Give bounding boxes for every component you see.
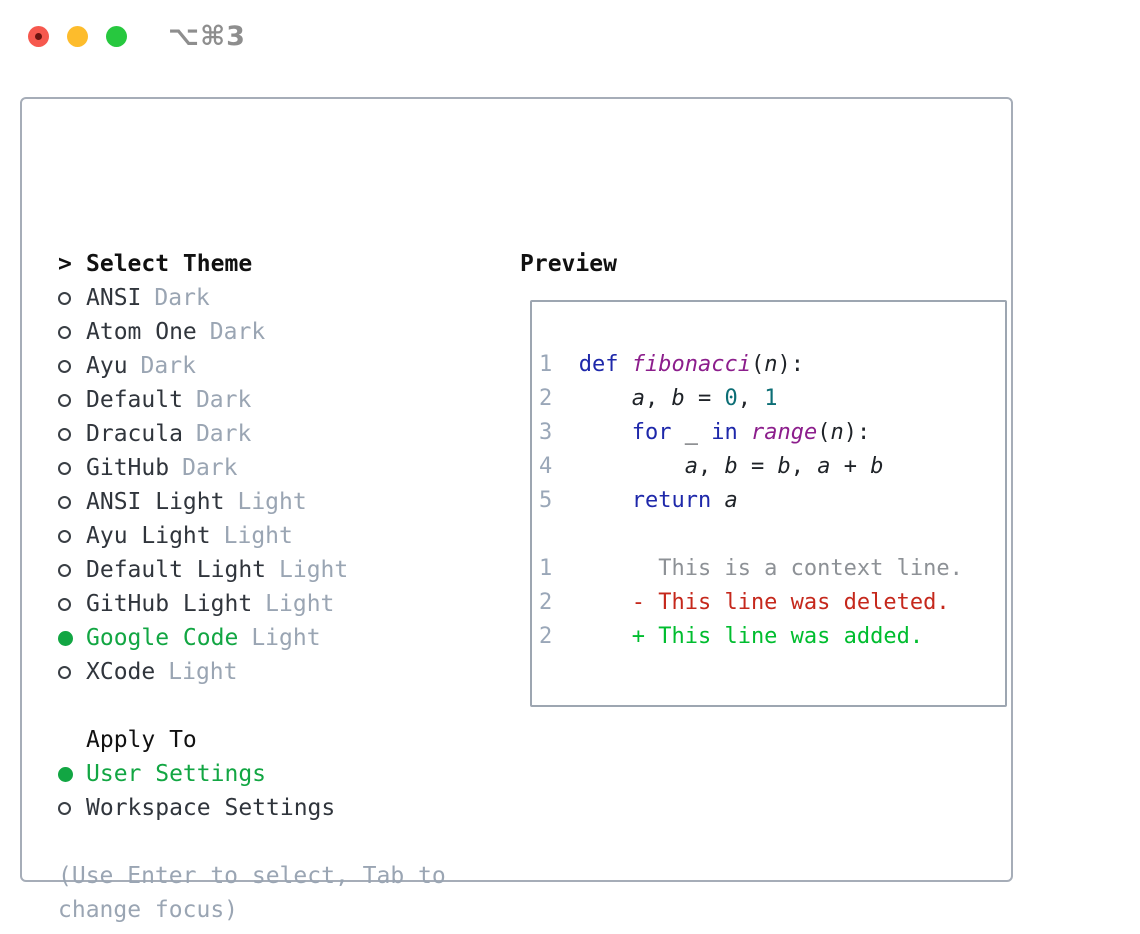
theme-item-ansi-light[interactable]: ANSI Light Light <box>58 485 446 519</box>
added-line: 2 + This line was added. <box>539 624 924 649</box>
radio-icon <box>58 461 86 475</box>
apply-to-title: Apply To <box>86 727 197 753</box>
theme-item-label: Default <box>86 387 183 413</box>
theme-item-google-code[interactable]: Google Code Light <box>58 621 446 655</box>
focus-caret-icon: > <box>58 251 72 277</box>
theme-variant-badge: Dark <box>195 421 252 447</box>
blank-line <box>539 518 1005 552</box>
radio-icon <box>58 393 86 407</box>
theme-item-label: Google Code <box>86 625 239 651</box>
help-line-1: (Use Enter to select, Tab to <box>58 863 446 889</box>
spacer <box>58 825 446 859</box>
theme-item-label: GitHub <box>86 455 170 481</box>
select-theme-title: Select Theme <box>86 251 253 277</box>
radio-icon <box>58 563 86 577</box>
theme-variant-badge: Dark <box>209 319 266 345</box>
theme-item-label: ANSI Light <box>86 489 225 515</box>
help-line-2: change focus) <box>58 897 239 923</box>
help-text: (Use Enter to select, Tab to change focu… <box>58 859 446 927</box>
theme-item-label: ANSI <box>86 285 142 311</box>
radio-icon <box>58 325 86 339</box>
radio-icon <box>58 359 86 373</box>
theme-item-default-light[interactable]: Default Light Light <box>58 553 446 587</box>
code-line: 3 for _ in range(n): <box>539 420 871 445</box>
theme-item-label: Default Light <box>86 557 267 583</box>
theme-variant-badge: Dark <box>154 285 210 311</box>
radio-icon <box>58 495 86 509</box>
radio-icon <box>58 291 86 305</box>
apply-option-user-settings[interactable]: User Settings <box>58 757 446 791</box>
spacer <box>58 689 446 723</box>
select-theme-header: > Select Theme <box>58 247 446 281</box>
radio-icon <box>58 801 86 815</box>
preview-title: Preview <box>520 251 617 277</box>
code-line: 4 a, b = b, a + b <box>539 454 884 479</box>
theme-item-label: Ayu Light <box>86 523 211 549</box>
theme-variant-badge: Light <box>265 591 335 617</box>
radio-icon <box>58 529 86 543</box>
theme-item-github[interactable]: GitHub Dark <box>58 451 446 485</box>
close-button[interactable] <box>28 26 49 47</box>
theme-variant-badge: Light <box>279 557 349 583</box>
theme-item-default[interactable]: Default Dark <box>58 383 446 417</box>
apply-option-workspace-settings[interactable]: Workspace Settings <box>58 791 446 825</box>
theme-item-label: Ayu <box>86 353 128 379</box>
theme-variant-badge: Dark <box>195 387 252 413</box>
theme-variant-badge: Light <box>237 489 307 515</box>
theme-item-label: GitHub Light <box>86 591 253 617</box>
traffic-lights <box>28 26 127 47</box>
deleted-line: 2 - This line was deleted. <box>539 590 950 615</box>
radio-selected-icon <box>58 630 86 646</box>
zoom-button[interactable] <box>106 26 127 47</box>
theme-item-ansi[interactable]: ANSI Dark <box>58 281 446 315</box>
theme-variant-badge: Light <box>223 523 293 549</box>
theme-variant-badge: Light <box>168 659 238 685</box>
theme-variant-badge: Dark <box>182 455 238 481</box>
code-line: 1 def fibonacci(n): <box>539 352 804 377</box>
theme-item-label: Dracula <box>86 421 183 447</box>
theme-item-ayu-light[interactable]: Ayu Light Light <box>58 519 446 553</box>
theme-variant-badge: Light <box>251 625 321 651</box>
code-preview: 1 def fibonacci(n): 2 a, b = 0, 1 3 for _ … <box>532 302 1005 654</box>
theme-item-label: XCode <box>86 659 156 685</box>
minimize-button[interactable] <box>67 26 88 47</box>
code-line: 5 return a <box>539 488 738 513</box>
radio-icon <box>58 665 86 679</box>
context-line: 1 This is a context line. <box>539 556 963 581</box>
theme-item-xcode[interactable]: XCode Light <box>58 655 446 689</box>
theme-item-ayu[interactable]: Ayu Dark <box>58 349 446 383</box>
apply-option-label: User Settings <box>86 761 267 787</box>
theme-item-atom-one[interactable]: Atom One Dark <box>58 315 446 349</box>
radio-selected-icon <box>58 766 86 782</box>
theme-variant-badge: Dark <box>140 353 196 379</box>
preview-box: 1 def fibonacci(n): 2 a, b = 0, 1 3 for _ … <box>530 300 1007 707</box>
radio-icon <box>58 597 86 611</box>
code-line: 2 a, b = 0, 1 <box>539 386 778 411</box>
window-title: ⌥⌘3 <box>168 21 246 52</box>
theme-item-github-light[interactable]: GitHub Light Light <box>58 587 446 621</box>
theme-item-label: Atom One <box>86 319 197 345</box>
apply-option-label: Workspace Settings <box>86 795 336 821</box>
theme-item-dracula[interactable]: Dracula Dark <box>58 417 446 451</box>
apply-to-header: Apply To <box>58 723 446 757</box>
radio-icon <box>58 427 86 441</box>
